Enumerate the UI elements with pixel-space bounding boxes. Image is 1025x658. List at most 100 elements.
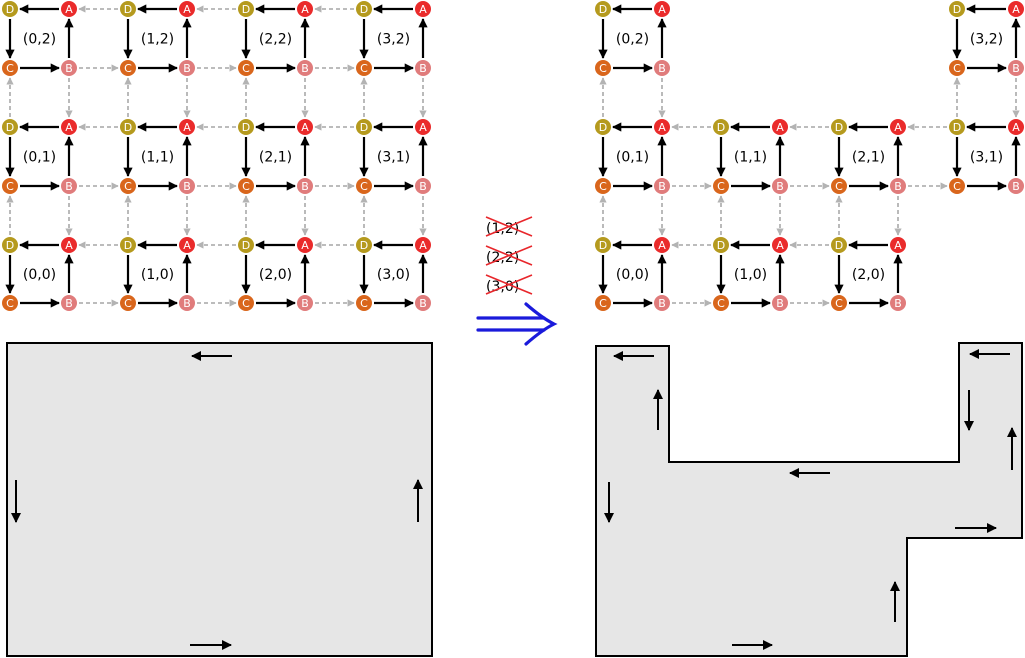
graph-node: B: [415, 60, 431, 76]
cell-label: (0,2): [23, 32, 56, 48]
graph-node: C: [595, 178, 611, 194]
node-letter: D: [835, 239, 843, 252]
node-letter: B: [894, 180, 902, 193]
graph-node: A: [415, 119, 431, 135]
graph-node: B: [772, 178, 788, 194]
graph-node: D: [120, 119, 136, 135]
node-circle: [356, 237, 372, 253]
node-circle: [415, 119, 431, 135]
node-circle: [2, 1, 18, 17]
node-letter: C: [6, 62, 14, 75]
graph-node: A: [654, 119, 670, 135]
node-circle: [238, 119, 254, 135]
graph-node: B: [654, 60, 670, 76]
node-letter: A: [658, 3, 666, 16]
node-circle: [1008, 1, 1024, 17]
node-circle: [297, 295, 313, 311]
node-letter: B: [658, 62, 666, 75]
node-letter: A: [183, 239, 191, 252]
cell-label: (2,0): [259, 267, 292, 283]
node-circle: [949, 178, 965, 194]
node-circle: [772, 237, 788, 253]
node-letter: C: [242, 62, 250, 75]
graph-node: A: [61, 1, 77, 17]
graph-node: A: [1008, 1, 1024, 17]
cell-label: (1,1): [734, 150, 767, 166]
graph-node: B: [654, 295, 670, 311]
graph-node: B: [179, 178, 195, 194]
node-circle: [179, 178, 195, 194]
graph-node: D: [595, 119, 611, 135]
graph-node: C: [831, 295, 847, 311]
graph-node: C: [120, 60, 136, 76]
graph-node: B: [297, 295, 313, 311]
graph-node: D: [238, 1, 254, 17]
graph-node: C: [595, 60, 611, 76]
node-letter: B: [183, 297, 191, 310]
node-letter: C: [242, 180, 250, 193]
node-letter: B: [301, 180, 309, 193]
node-circle: [713, 295, 729, 311]
strike-mark: [485, 274, 533, 295]
node-letter: A: [419, 239, 427, 252]
node-circle: [890, 119, 906, 135]
graph-node: D: [831, 119, 847, 135]
cell-label-layer: (0,0)(1,0)(2,0)(0,1)(1,1)(2,1)(3,1)(0,2)…: [616, 32, 1003, 284]
graph-node: B: [654, 178, 670, 194]
original-region: [6, 342, 433, 657]
node-letter: D: [124, 3, 132, 16]
node-letter: A: [65, 121, 73, 134]
graph-node: A: [654, 1, 670, 17]
node-letter: C: [953, 180, 961, 193]
node-circle: [61, 295, 77, 311]
graph-node: A: [61, 119, 77, 135]
node-circle: [356, 60, 372, 76]
node-letter: B: [183, 62, 191, 75]
node-letter: A: [658, 121, 666, 134]
node-circle: [238, 178, 254, 194]
strike-mark: [485, 245, 533, 266]
graph-node: B: [415, 178, 431, 194]
graph-node: C: [238, 178, 254, 194]
graph-node: C: [713, 295, 729, 311]
node-circle: [297, 1, 313, 17]
node-letter: C: [599, 180, 607, 193]
node-letter: A: [1012, 121, 1020, 134]
graph-node: A: [297, 119, 313, 135]
node-letter: A: [65, 239, 73, 252]
node-circle: [713, 237, 729, 253]
node-circle: [238, 295, 254, 311]
node-circle: [120, 295, 136, 311]
node-letter: A: [65, 3, 73, 16]
node-letter: D: [360, 239, 368, 252]
edge-layer: [598, 4, 1021, 308]
node-circle: [238, 1, 254, 17]
graph-node: B: [61, 60, 77, 76]
node-letter: B: [65, 180, 73, 193]
node-circle: [356, 178, 372, 194]
node-circle: [949, 119, 965, 135]
node-letter: D: [599, 121, 607, 134]
node-circle: [713, 119, 729, 135]
cell-label: (3,2): [377, 32, 410, 48]
node-letter: A: [419, 3, 427, 16]
node-letter: B: [1012, 180, 1020, 193]
node-letter: A: [301, 3, 309, 16]
node-letter: A: [776, 121, 784, 134]
cell-label: (2,1): [259, 150, 292, 166]
node-circle: [120, 1, 136, 17]
node-letter: A: [301, 239, 309, 252]
node-letter: C: [717, 180, 725, 193]
node-circle: [831, 119, 847, 135]
strike-mark: [485, 216, 533, 237]
node-circle: [179, 60, 195, 76]
graph-node: A: [890, 237, 906, 253]
node-circle: [654, 178, 670, 194]
node-circle: [2, 178, 18, 194]
node-circle: [2, 295, 18, 311]
node-letter: D: [360, 121, 368, 134]
node-letter: B: [658, 180, 666, 193]
graph-node: D: [2, 1, 18, 17]
